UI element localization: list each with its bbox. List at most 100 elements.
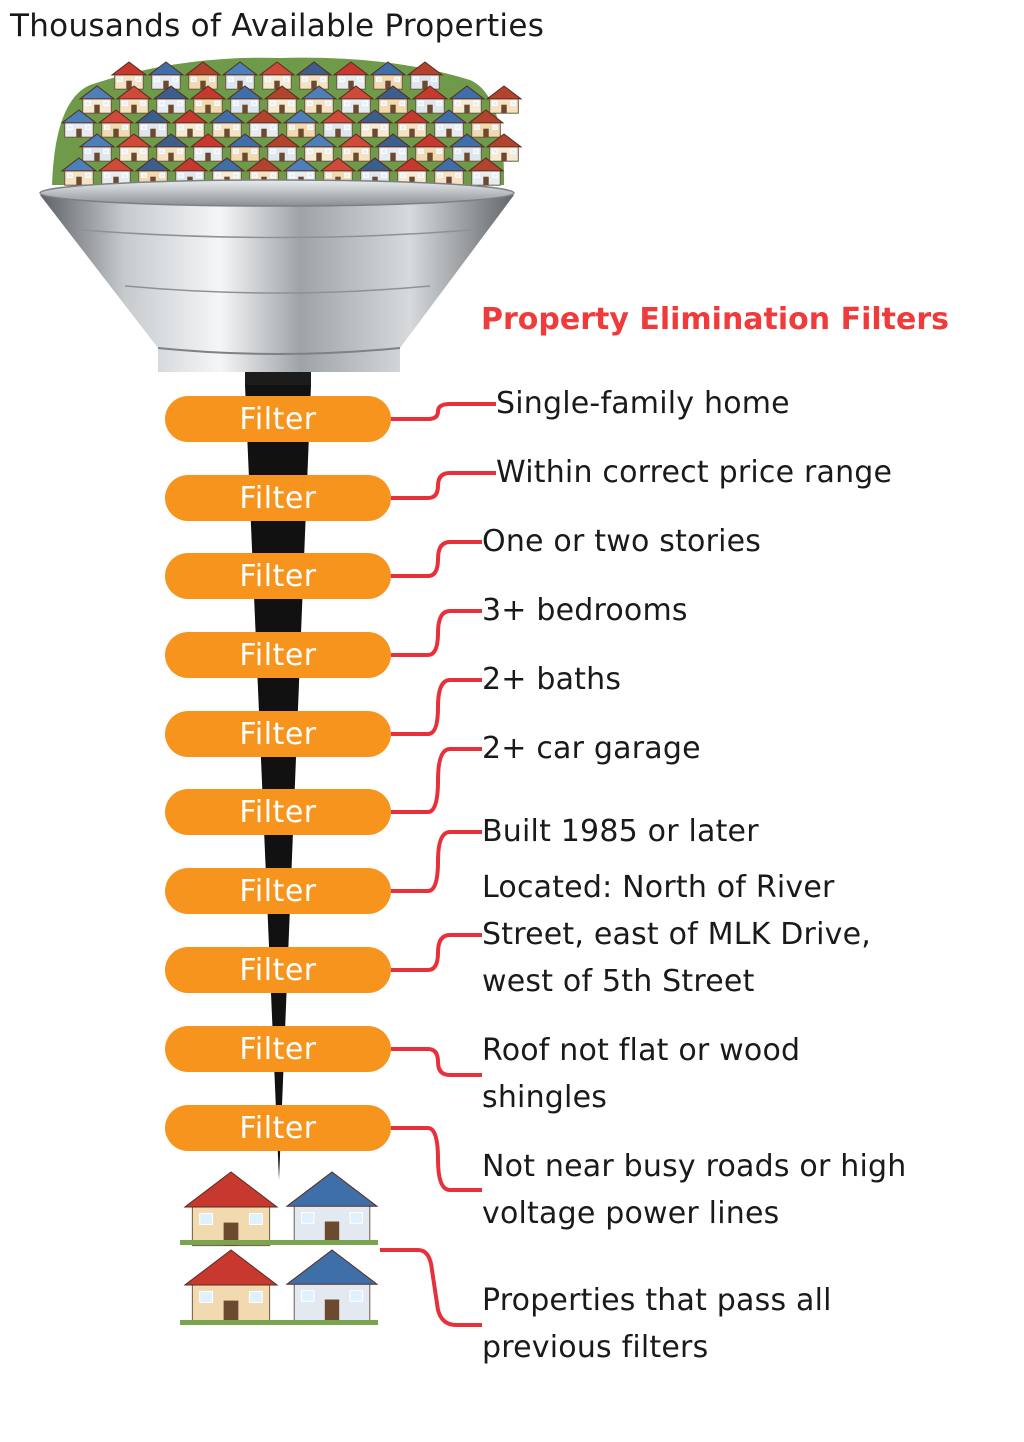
house-icon	[258, 61, 296, 90]
house-icon	[78, 133, 116, 162]
filter-pill-5: Filter	[165, 711, 391, 757]
connector-line	[391, 747, 482, 814]
house-icon	[448, 133, 486, 162]
house-icon	[110, 61, 148, 90]
result-houses-image	[180, 1171, 379, 1325]
connector-line	[391, 471, 496, 500]
house-icon	[430, 109, 468, 138]
connector-line	[380, 1248, 482, 1327]
houses-pile-image	[52, 57, 523, 186]
house-icon	[485, 85, 523, 114]
house-icon	[356, 109, 394, 138]
house-icon	[152, 85, 190, 114]
house-icon	[78, 85, 116, 114]
criterion-line: Single-family home	[496, 386, 790, 421]
criterion-line: 3+ bedrooms	[482, 593, 688, 628]
connector-line	[391, 830, 482, 893]
criterion-line: 2+ car garage	[482, 731, 701, 766]
house-icon	[208, 109, 246, 138]
house-icon	[171, 109, 209, 138]
filter-pill-4: Filter	[165, 632, 391, 678]
filter-pill-10: Filter	[165, 1105, 391, 1151]
criterion-label-5: 2+ baths	[482, 656, 621, 703]
criterion-line: voltage power lines	[482, 1196, 780, 1231]
criterion-line: One or two stories	[482, 524, 762, 559]
house-icon	[300, 85, 338, 114]
house-icon	[430, 157, 468, 186]
house-icon	[134, 109, 172, 138]
criterion-line: Not near busy roads or high	[482, 1149, 907, 1184]
filters-heading: Property Elimination Filters	[481, 302, 949, 337]
connector-line	[391, 540, 482, 578]
filter-pill-2: Filter	[165, 475, 391, 521]
house-icon	[337, 133, 375, 162]
result-label-line: Properties that pass all	[482, 1283, 832, 1318]
criterion-label-7: Built 1985 or later	[482, 808, 759, 855]
house-icon	[295, 61, 333, 90]
house-icon	[485, 133, 523, 162]
house-icon	[282, 109, 320, 138]
house-icon	[406, 61, 444, 90]
criterion-line: shingles	[482, 1080, 608, 1115]
criterion-line: west of 5th Street	[482, 964, 755, 999]
house-icon	[374, 85, 412, 114]
house-icon	[245, 109, 283, 138]
house-icon	[183, 1249, 279, 1325]
filter-pill-8: Filter	[165, 947, 391, 993]
house-icon	[263, 133, 301, 162]
house-icon	[337, 85, 375, 114]
house-icon	[152, 133, 190, 162]
criterion-line: Located: North of River	[482, 870, 835, 905]
house-icon	[97, 157, 135, 186]
connector-line	[391, 678, 482, 736]
criterion-label-1: Single-family home	[496, 380, 790, 427]
criterion-label-2: Within correct price range	[496, 449, 892, 496]
connector-line	[391, 402, 496, 421]
house-icon	[467, 157, 505, 186]
diagram-title: Thousands of Available Properties	[10, 8, 545, 44]
lawn-strip	[180, 1320, 378, 1325]
criterion-line: Roof not flat or wood	[482, 1033, 801, 1068]
house-icon	[319, 109, 357, 138]
house-icon	[115, 133, 153, 162]
house-icon	[411, 85, 449, 114]
house-icon	[285, 1249, 379, 1323]
criterion-line: 2+ baths	[482, 662, 622, 697]
filter-pill-3: Filter	[165, 553, 391, 599]
house-icon	[115, 85, 153, 114]
house-icon	[374, 133, 412, 162]
house-icon	[393, 109, 431, 138]
house-icon	[285, 1171, 379, 1245]
house-icon	[184, 61, 222, 90]
filter-pill-9: Filter	[165, 1026, 391, 1072]
house-icon	[226, 85, 264, 114]
result-label: Properties that pass all previous filter…	[482, 1277, 832, 1371]
house-icon	[60, 109, 98, 138]
house-icon	[467, 109, 505, 138]
house-icon	[60, 157, 98, 186]
house-icon	[226, 133, 264, 162]
house-icon	[147, 61, 185, 90]
filter-pill-7: Filter	[165, 868, 391, 914]
house-icon	[183, 1171, 279, 1247]
criterion-line: Within correct price range	[496, 455, 893, 490]
criterion-line: Built 1985 or later	[482, 814, 759, 849]
house-icon	[448, 85, 486, 114]
lawn-strip	[180, 1240, 378, 1245]
house-icon	[332, 61, 370, 90]
connector-line	[391, 609, 482, 657]
result-label-line: previous filters	[482, 1330, 709, 1365]
house-icon	[189, 133, 227, 162]
filter-pill-1: Filter	[165, 396, 391, 442]
house-icon	[411, 133, 449, 162]
funnel-image	[39, 179, 515, 386]
criterion-label-10: Not near busy roads or high voltage power…	[482, 1143, 906, 1237]
house-icon	[263, 85, 301, 114]
criterion-line: Street, east of MLK Drive,	[482, 917, 871, 952]
house-icon	[97, 109, 135, 138]
house-icon	[189, 85, 227, 114]
filter-pill-6: Filter	[165, 789, 391, 835]
criterion-label-9: Roof not flat or wood shingles	[482, 1027, 800, 1121]
